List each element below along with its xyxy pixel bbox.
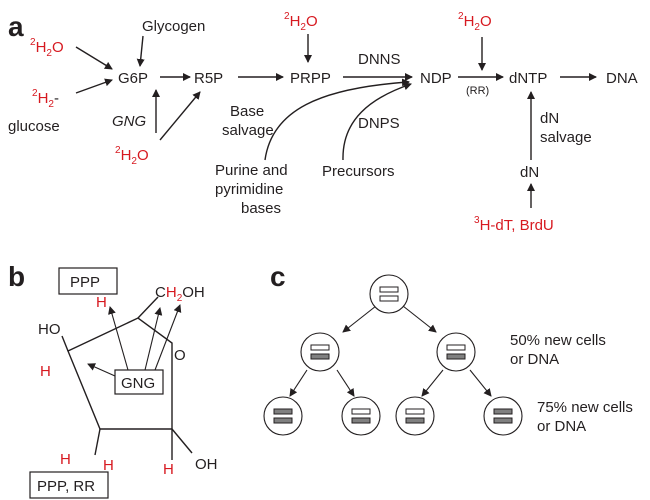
caption-50-line-1: 50% new cells	[510, 332, 606, 349]
arrow-glycogen-to-g6p	[136, 35, 145, 67]
caption-50-line-2: or DNA	[510, 351, 559, 368]
h-c4: H	[96, 294, 107, 311]
glucose-label: glucose	[8, 118, 60, 135]
gng-arrow-4	[87, 363, 116, 377]
h-c2-a: H	[60, 451, 71, 468]
dna-label: DNA	[606, 70, 638, 87]
gng-arrow-1	[108, 306, 129, 371]
dntp-label: dNTP	[509, 70, 547, 87]
ch2oh-label: CH2OH	[155, 284, 205, 304]
gng-box	[114, 369, 164, 395]
tree-arrow-r-r	[469, 369, 492, 397]
arrow-dnps	[342, 82, 412, 161]
bond-c3-oh	[61, 335, 69, 352]
dn-salvage-label-1: dN	[540, 110, 559, 127]
tree-arrow-root-left	[342, 305, 377, 333]
ppp-box-label: PPP	[70, 274, 100, 291]
bond-c1-oh	[171, 428, 193, 454]
cell-generation-2-d	[483, 396, 523, 436]
arrow-water-to-r5p	[159, 91, 201, 141]
gng-label: GNG	[112, 113, 147, 130]
bases-label-1: Purine and	[215, 162, 288, 179]
ppp-box	[58, 267, 118, 295]
arrow-glucose-to-g6p	[75, 78, 113, 94]
glycogen-label: Glycogen	[142, 18, 205, 35]
panel-b-label: b	[8, 261, 25, 292]
dn-label: dN	[520, 164, 539, 181]
ribose-ring	[67, 317, 173, 430]
cell-generation-0	[369, 274, 409, 314]
g6p-label: G6P	[118, 70, 148, 87]
tree-arrow-r-l	[421, 369, 444, 397]
dnps-label: DNPS	[358, 115, 400, 132]
ho-label: HO	[38, 321, 61, 338]
panel-a-label: a	[8, 11, 24, 42]
cell-generation-1-right	[436, 332, 476, 372]
panel-a: a 2H2O 2H2- glucose Glycogen G6P R5P GNG…	[8, 11, 638, 234]
tree-arrow-l-r	[336, 369, 355, 397]
h-c3: H	[40, 363, 51, 380]
cell-generation-1-left	[300, 332, 340, 372]
tree-arrow-l-l	[289, 369, 308, 397]
cell-generation-2-a	[263, 396, 303, 436]
tree-arrow-root-right	[402, 305, 437, 333]
water-label-3: 2H2O	[284, 11, 318, 33]
bond-c2-h	[94, 428, 101, 456]
bases-label-3: bases	[241, 200, 281, 217]
prpp-label: PRPP	[290, 70, 331, 87]
water-label-1: 2H2O	[30, 37, 64, 59]
ndp-label: NDP	[420, 70, 452, 87]
precursors-label: Precursors	[322, 163, 395, 180]
arrow-base-salvage	[264, 78, 410, 161]
h-c2-b: H	[103, 457, 114, 474]
cell-generation-2-c	[395, 396, 435, 436]
ppp-rr-box	[29, 471, 109, 499]
water-label-4: 2H2O	[458, 11, 492, 33]
caption-75-line-1: 75% new cells	[537, 399, 633, 416]
gng-arrow-3	[154, 304, 182, 371]
gng-arrow-2	[144, 307, 163, 371]
oh-label: OH	[195, 456, 218, 473]
cell-generation-2-b	[341, 396, 381, 436]
tracer-label: 3H-dT, BrdU	[474, 215, 554, 234]
r5p-label: R5P	[194, 70, 223, 87]
base-salvage-label-2: salvage	[222, 122, 274, 139]
rr-label: (RR)	[466, 85, 489, 97]
panel-b: b PPP CH2OH HO O OH H H H H H GNG PPP, R…	[8, 261, 218, 499]
ppp-rr-box-label: PPP, RR	[37, 478, 95, 495]
dn-salvage-label-2: salvage	[540, 129, 592, 146]
arrow-water-to-g6p	[75, 46, 113, 70]
base-salvage-label-1: Base	[230, 103, 264, 120]
gng-box-label: GNG	[121, 375, 155, 392]
bond-c4-c5	[137, 296, 159, 319]
dnns-label: DNNS	[358, 51, 401, 68]
ring-oxygen-label: O	[174, 347, 186, 364]
bases-label-2: pyrimidine	[215, 181, 283, 198]
panel-c-label: c	[270, 261, 286, 292]
h-c1: H	[163, 461, 174, 478]
water-label-2: 2H2O	[115, 145, 149, 167]
deuterated-glucose-label: 2H2-	[32, 88, 59, 110]
caption-75-line-2: or DNA	[537, 418, 586, 435]
panel-c: c	[263, 261, 633, 436]
